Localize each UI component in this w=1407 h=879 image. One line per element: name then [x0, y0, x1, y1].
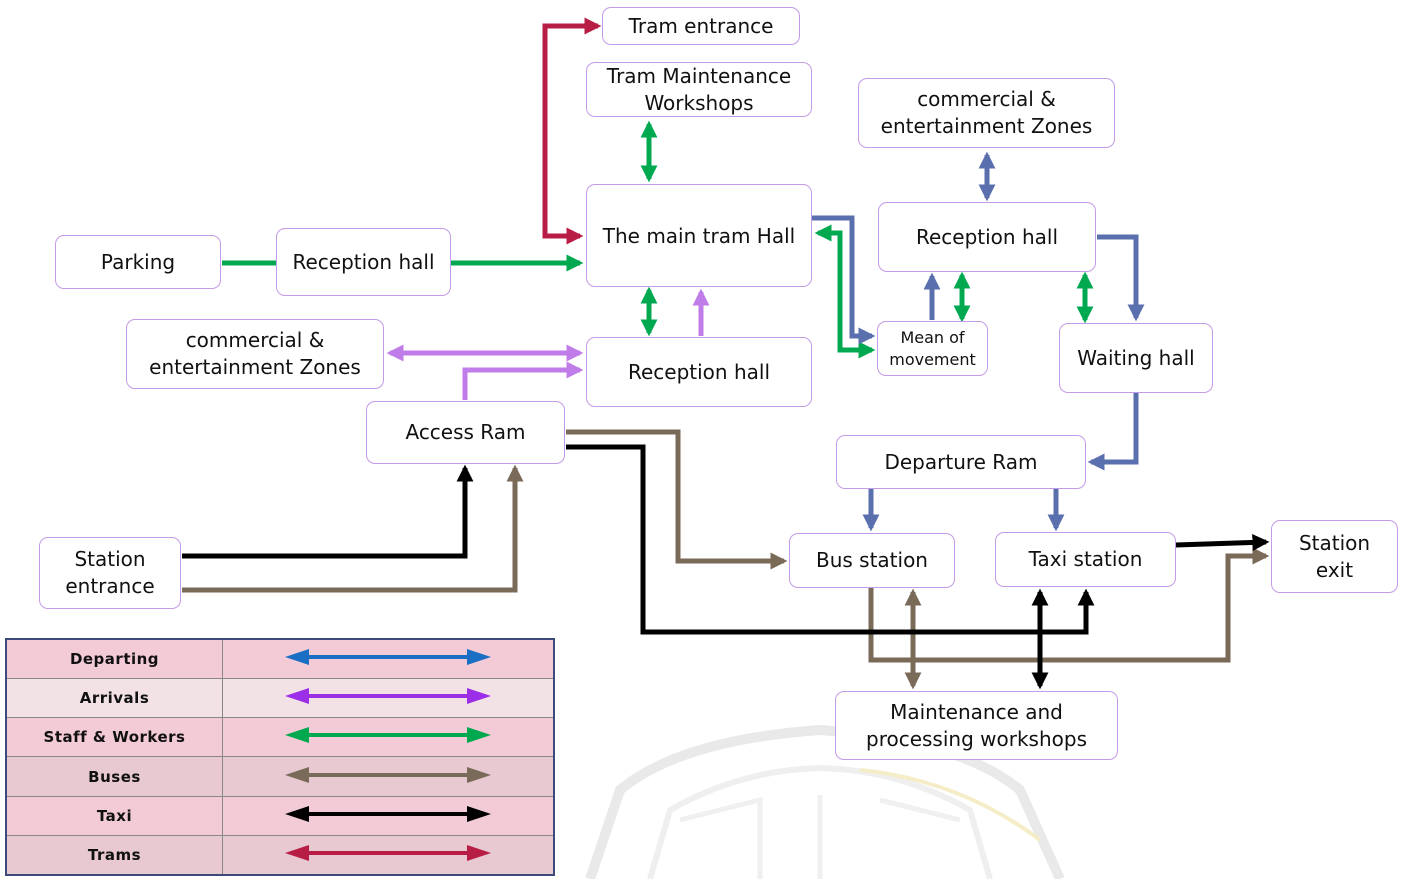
node-reception-hall-right: Reception hall — [878, 202, 1096, 272]
legend-swatch — [222, 795, 555, 836]
legend-double-arrow-icon — [285, 766, 491, 783]
arrow-tram-entrance-to-hall — [542, 23, 584, 245]
arrow-taxi-to-exit — [1175, 533, 1270, 551]
node-departure-ram: Departure Ram — [836, 435, 1086, 489]
legend-label: Departing — [5, 638, 223, 680]
legend-row: Staff & Workers — [5, 717, 555, 758]
node-station-entrance: Station entrance — [39, 537, 181, 609]
node-access-ram: Access Ram — [366, 401, 565, 464]
legend-row: Departing — [5, 638, 555, 680]
node-tram-entrance: Tram entrance — [602, 7, 800, 45]
arrow-bus-to-exit — [868, 547, 1270, 663]
legend-row: Trams — [5, 834, 555, 876]
legend-double-arrow-icon — [285, 649, 491, 666]
arrow-waiting-to-departure — [1087, 393, 1139, 471]
node-waiting-hall: Waiting hall — [1059, 323, 1213, 393]
node-tram-maintenance-workshops: Tram Maintenance Workshops — [586, 62, 812, 117]
node-reception-hall-center: Reception hall — [586, 337, 812, 407]
node-bus-station: Bus station — [789, 533, 955, 588]
legend-double-arrow-icon — [285, 688, 491, 705]
arrow-reception-right-to-waiting — [1097, 234, 1145, 322]
legend-row: Arrivals — [5, 678, 555, 719]
legend-double-arrow-icon — [285, 727, 491, 744]
arrow-access-to-bus-station — [566, 429, 788, 570]
legend-label: Staff & Workers — [5, 717, 223, 758]
node-parking: Parking — [55, 235, 221, 289]
legend-row: Buses — [5, 756, 555, 797]
legend-label: Trams — [5, 834, 223, 876]
arrow-access-to-taxi-station — [566, 444, 1095, 635]
legend-row: Taxi — [5, 795, 555, 836]
legend-swatch — [222, 756, 555, 797]
arrow-hall-mean-movement-staff — [814, 224, 876, 359]
arrow-entrance-to-access-bus — [182, 464, 524, 593]
legend-swatch — [222, 717, 555, 758]
legend-double-arrow-icon — [285, 844, 491, 861]
legend-swatch — [222, 678, 555, 719]
node-mean-of-movement: Mean of movement — [877, 321, 988, 376]
node-reception-hall-left: Reception hall — [276, 228, 451, 296]
arrow-hall-to-mean-blue — [812, 215, 876, 345]
arrow-access-to-reception — [462, 361, 584, 400]
legend-label: Arrivals — [5, 678, 223, 719]
node-maintenance-processing-workshops: Maintenance and processing workshops — [835, 691, 1118, 760]
node-taxi-station: Taxi station — [995, 532, 1176, 587]
legend-swatch — [222, 834, 555, 876]
legend-double-arrow-icon — [285, 805, 491, 822]
legend-label: Taxi — [5, 795, 223, 836]
legend-label: Buses — [5, 756, 223, 797]
node-commercial-zones-right: commercial & entertainment Zones — [858, 78, 1115, 148]
arrow-entrance-to-access-taxi — [182, 464, 474, 559]
node-commercial-zones-left: commercial & entertainment Zones — [126, 319, 384, 389]
node-main-tram-hall: The main tram Hall — [586, 184, 812, 287]
legend-swatch — [222, 638, 555, 680]
node-station-exit: Station exit — [1271, 520, 1398, 593]
